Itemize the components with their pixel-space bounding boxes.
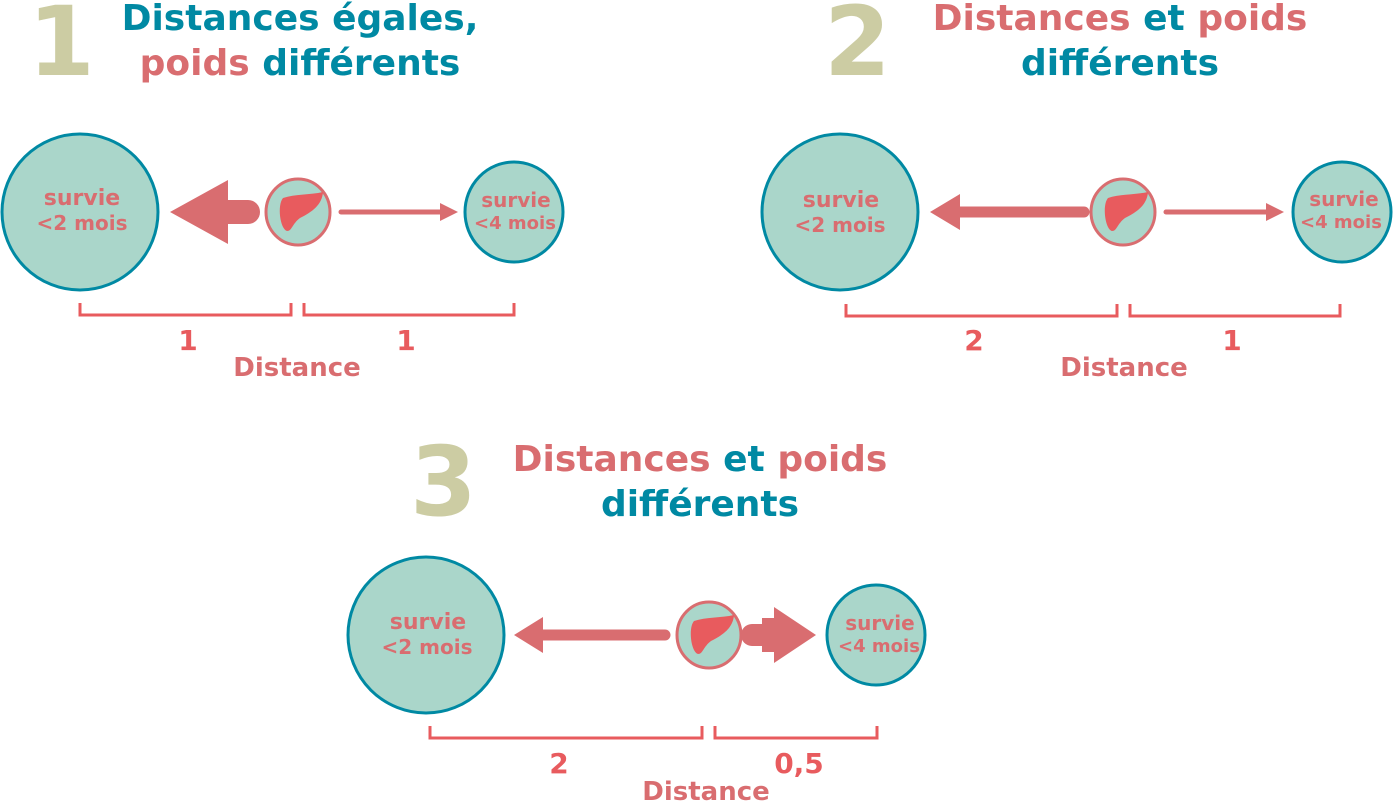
title-line-1: Distances et poids	[480, 437, 920, 482]
bracket-right	[302, 303, 516, 317]
circle-survival-long: survie <4 mois	[825, 583, 927, 687]
circle-line-2: <4 mois	[1300, 212, 1382, 233]
circle-survival-long: survie <4 mois	[463, 160, 565, 264]
panel-title: Distances égales, poids différents	[90, 0, 510, 86]
circle-line-2: <2 mois	[37, 211, 128, 235]
circle-line-1: survie	[481, 188, 550, 212]
circle-line-1: survie	[390, 610, 466, 635]
distance-right-value: 1	[396, 324, 415, 357]
arrow-left-medium	[930, 194, 1090, 230]
arrow-right-light	[338, 203, 458, 221]
liver-icon	[264, 177, 332, 247]
circle-survival-short: survie <2 mois	[0, 132, 160, 292]
circle-line-2: <2 mois	[795, 213, 886, 237]
circle-survival-short: survie <2 mois	[346, 555, 506, 715]
title-line-1: Distances égales,	[90, 0, 510, 41]
distance-left-value: 1	[178, 324, 197, 357]
distance-left-value: 2	[549, 747, 568, 780]
distance-right-value: 1	[1222, 324, 1241, 357]
panel-title: Distances et poids différents	[900, 0, 1340, 86]
bracket-left	[78, 303, 293, 317]
bracket-right	[713, 726, 879, 740]
arrow-left-medium	[514, 617, 671, 653]
panel-3: 3 Distances et poids différents survie <…	[340, 430, 960, 810]
title-segment: Distances	[932, 0, 1131, 39]
panel-1-diagram: survie <2 mois survie <4 mois 1 1 Distan…	[0, 132, 565, 383]
liver-icon	[675, 600, 743, 670]
circle-survival-long: survie <4 mois	[1291, 160, 1393, 264]
panel-2: 2 Distances et poids différents survie <…	[750, 0, 1393, 400]
arrow-right-heavy	[741, 607, 816, 663]
circle-line-2: <4 mois	[474, 213, 556, 234]
distance-label: Distance	[233, 353, 361, 383]
title-segment: différents	[249, 43, 461, 84]
arrow-left-heavy	[170, 180, 260, 244]
title-line-2: différents	[900, 41, 1340, 86]
distance-label: Distance	[1060, 353, 1188, 383]
title-segment: et	[710, 439, 778, 480]
distance-label: Distance	[642, 777, 770, 807]
panel-number: 2	[824, 0, 891, 98]
title-line-1: Distances et poids	[900, 0, 1340, 41]
title-segment: différents	[1020, 43, 1220, 84]
circle-line-2: <2 mois	[382, 635, 473, 659]
title-segment: et	[1130, 0, 1198, 39]
distance-right-value: 0,5	[774, 747, 824, 780]
bracket-right	[1128, 304, 1342, 318]
panel-3-diagram: survie <2 mois survie <4 mois 2 0,5 Dist…	[346, 555, 927, 807]
title-segment: poids	[1197, 0, 1308, 39]
title-line-2: poids différents	[90, 41, 510, 86]
panel-number: 1	[28, 0, 95, 98]
circle-line-2: <4 mois	[838, 636, 920, 657]
title-segment: poids	[139, 43, 250, 84]
panel-number: 3	[410, 426, 477, 538]
bracket-left	[844, 304, 1119, 318]
title-segment: Distances	[512, 439, 711, 480]
circle-line-1: survie	[44, 186, 120, 211]
circle-line-1: survie	[845, 611, 914, 635]
title-line-2: différents	[480, 482, 920, 527]
circle-line-1: survie	[1309, 187, 1378, 211]
panel-2-diagram: survie <2 mois survie <4 mois 2 1 Distan…	[760, 132, 1393, 383]
title-segment: différents	[600, 484, 800, 525]
liver-icon	[1089, 177, 1157, 247]
panel-1: 1 Distances égales, poids différents sur…	[0, 0, 600, 400]
distance-left-value: 2	[964, 324, 983, 357]
title-segment: poids	[777, 439, 888, 480]
arrow-right-light	[1163, 203, 1284, 221]
circle-line-1: survie	[803, 188, 879, 213]
panel-title: Distances et poids différents	[480, 437, 920, 527]
bracket-left	[428, 726, 704, 740]
title-segment: Distances égales,	[121, 0, 479, 39]
circle-survival-short: survie <2 mois	[760, 132, 920, 292]
